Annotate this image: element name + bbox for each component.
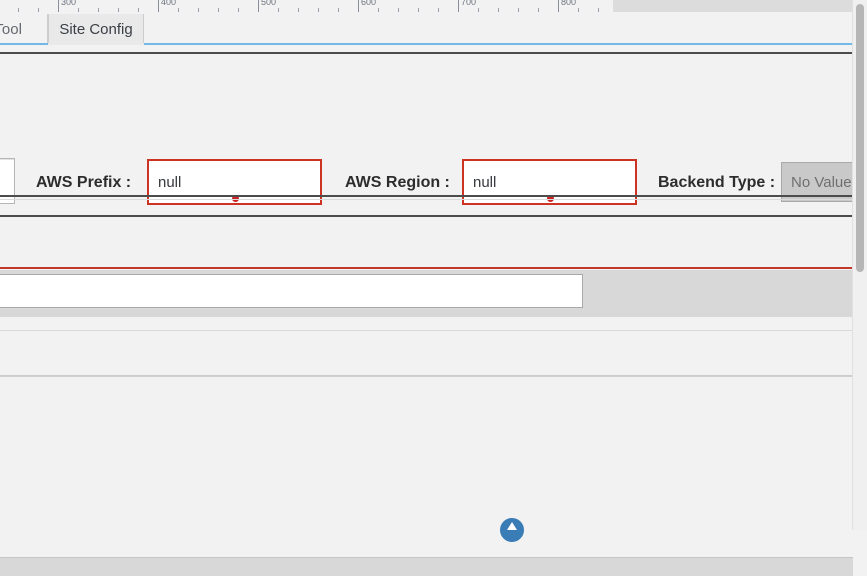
- vertical-scrollbar[interactable]: [852, 0, 867, 530]
- ruler-label: 600: [361, 0, 377, 7]
- ruler-major-tick: [158, 0, 159, 12]
- ruler-minor-tick: [178, 8, 179, 12]
- aws-prefix-input[interactable]: null: [147, 159, 322, 205]
- tab-underline-gap: [48, 43, 144, 45]
- bottom-strip: [0, 557, 853, 576]
- ruler-label: 500: [261, 0, 277, 7]
- ruler-minor-tick: [338, 8, 339, 12]
- divider-red-accent: [0, 267, 853, 269]
- ruler-minor-tick: [578, 8, 579, 12]
- ruler-minor-tick: [418, 8, 419, 12]
- ruler-minor-tick: [518, 8, 519, 12]
- content-pane: AWS Prefix : null AWS Region : null Back…: [0, 45, 867, 576]
- search-band: [0, 270, 853, 317]
- aws-prefix-value: null: [158, 173, 182, 191]
- divider-middle-upper: [0, 195, 853, 197]
- ruler-label: 700: [461, 0, 477, 7]
- ruler-minor-tick: [38, 8, 39, 12]
- vertical-scrollbar-thumb[interactable]: [856, 4, 864, 272]
- divider-below-search: [0, 330, 853, 331]
- ruler-minor-tick: [18, 8, 19, 12]
- ruler-minor-tick: [238, 8, 239, 12]
- ruler-major-tick: [358, 0, 359, 12]
- ruler-minor-tick: [538, 8, 539, 12]
- ruler-label: 800: [561, 0, 577, 7]
- ruler-minor-tick: [78, 8, 79, 12]
- ruler-major-tick: [258, 0, 259, 12]
- aws-region-error-marker-icon: [547, 195, 554, 202]
- ruler-label: 400: [161, 0, 177, 7]
- ruler-minor-tick: [478, 8, 479, 12]
- ruler-minor-tick: [498, 8, 499, 12]
- divider-middle-hairline: [0, 199, 853, 200]
- up-arrow-circle-icon[interactable]: [500, 518, 524, 542]
- ruler-major-tick: [458, 0, 459, 12]
- ruler-minor-tick: [138, 8, 139, 12]
- search-input[interactable]: [0, 274, 583, 308]
- partial-text-input[interactable]: [0, 158, 15, 204]
- ruler-minor-tick: [378, 8, 379, 12]
- ruler-minor-tick: [398, 8, 399, 12]
- ruler-minor-tick: [278, 8, 279, 12]
- backend-type-label: Backend Type :: [658, 174, 776, 191]
- ruler-minor-tick: [218, 8, 219, 12]
- ruler-label: 300: [61, 0, 77, 7]
- ruler-major-tick: [58, 0, 59, 12]
- tab-site-config[interactable]: Site Config: [48, 14, 144, 45]
- ruler-major-tick: [558, 0, 559, 12]
- aws-region-value: null: [473, 173, 497, 191]
- lower-blank-panel: [0, 377, 853, 530]
- aws-prefix-label: AWS Prefix :: [36, 174, 132, 191]
- ruler-minor-tick: [318, 8, 319, 12]
- config-form-row: AWS Prefix : null AWS Region : null Back…: [0, 107, 867, 205]
- tab-bar: y Tool Site Config: [0, 12, 867, 45]
- tab-ytool-label: y Tool: [0, 21, 22, 38]
- divider-top: [0, 52, 853, 54]
- tab-active-underline: [0, 43, 867, 45]
- aws-region-input[interactable]: null: [462, 159, 637, 205]
- up-arrow-glyph: [507, 522, 517, 530]
- ruler-minor-tick: [118, 8, 119, 12]
- tab-site-config-label: Site Config: [59, 21, 133, 38]
- ruler-minor-tick: [438, 8, 439, 12]
- ruler-inactive-zone: [613, 0, 867, 12]
- aws-region-label: AWS Region :: [345, 174, 450, 191]
- ruler-minor-tick: [598, 8, 599, 12]
- ruler-minor-tick: [98, 8, 99, 12]
- tab-ytool[interactable]: y Tool: [0, 14, 48, 45]
- ruler-minor-tick: [198, 8, 199, 12]
- aws-prefix-error-marker-icon: [232, 195, 239, 202]
- divider-middle-lower: [0, 215, 853, 217]
- backend-type-value: No Value: [791, 173, 852, 191]
- ruler-minor-tick: [298, 8, 299, 12]
